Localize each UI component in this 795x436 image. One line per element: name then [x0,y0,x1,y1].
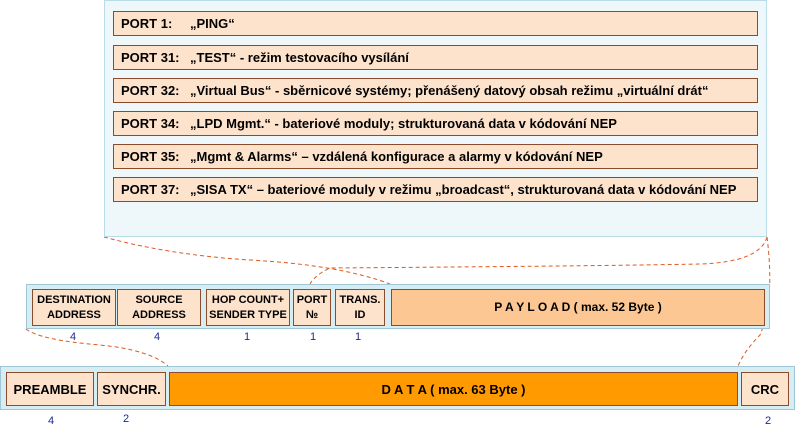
field-label-line2: № [305,308,319,321]
trans-id-field: TRANS. ID [335,289,385,326]
field-label-line1: PORT [296,293,328,306]
field-label-line1: DESTINATION [37,293,111,306]
destination-address-field: DESTINATION ADDRESS [32,289,116,326]
port-row-37: PORT 37: „SISA TX“ – bateriové moduly v r… [113,177,758,202]
port-description: „PING“ [190,16,235,31]
port-row-32: PORT 32: „Virtual Bus“ - sběrnicové systé… [113,78,758,103]
field-size: 4 [153,331,161,343]
field-size: 4 [47,415,55,427]
port-description: „Virtual Bus“ - sběrnicové systémy; přen… [190,83,709,98]
port-row-1: PORT 1: „PING“ [113,11,758,36]
field-size: 1 [309,331,317,343]
port-number: PORT 31: [121,50,180,65]
field-label-line1: HOP COUNT+ [211,293,285,306]
field-size: 1 [354,331,362,343]
packet-frame: DESTINATION ADDRESS SOURCE ADDRESS HOP C… [26,284,770,329]
field-label-line2: ADDRESS [47,308,101,321]
hop-count-sender-type-field: HOP COUNT+ SENDER TYPE [206,289,290,326]
port-number: PORT 32: [121,83,180,98]
port-description: „SISA TX“ – bateriové moduly v režimu „b… [190,182,737,197]
port-description: „TEST“ - režim testovacího vysílání [190,50,409,65]
port-number: PORT 37: [121,182,180,197]
field-label-line2: SENDER TYPE [209,308,287,321]
preamble-field: PREAMBLE [6,372,94,406]
field-label-line2: ADDRESS [132,308,186,321]
field-label-line1: SOURCE [135,293,183,306]
port-description: „LPD Mgmt.“ - bateriové moduly; struktur… [190,116,617,131]
payload-field: P A Y L O A D ( max. 52 Byte ) [391,289,765,326]
field-size: 2 [122,413,130,425]
data-field: D A T A ( max. 63 Byte ) [169,372,738,406]
port-row-35: PORT 35: „Mgmt & Alarms“ – vzdálená konfi… [113,144,758,169]
ports-panel: PORT 1: „PING“ PORT 31: „TEST“ - režim tes… [104,0,767,237]
field-size: 2 [764,415,772,427]
port-number: PORT 35: [121,149,180,164]
field-label-line1: TRANS. [339,293,381,306]
port-number: PORT 1: [121,16,173,31]
port-number: PORT 34: [121,116,180,131]
field-size: 4 [69,331,77,343]
source-address-field: SOURCE ADDRESS [117,289,201,326]
port-number-field: PORT № [293,289,331,326]
port-connector-right [309,236,768,285]
port-row-34: PORT 34: „LPD Mgmt.“ - bateriové moduly; … [113,111,758,136]
port-description: „Mgmt & Alarms“ – vzdálená konfigurace a… [190,149,603,164]
port-row-31: PORT 31: „TEST“ - režim testovacího vysíl… [113,45,758,70]
crc-field: CRC [741,372,789,406]
payload-label: P A Y L O A D ( max. 52 Byte ) [494,300,662,314]
field-size: 1 [243,331,251,343]
field-label-line2: ID [354,308,366,321]
port-connector-left [103,236,391,285]
synchr-field: SYNCHR. [97,372,166,406]
radio-frame: PREAMBLE SYNCHR. D A T A ( max. 63 Byte … [0,366,795,410]
